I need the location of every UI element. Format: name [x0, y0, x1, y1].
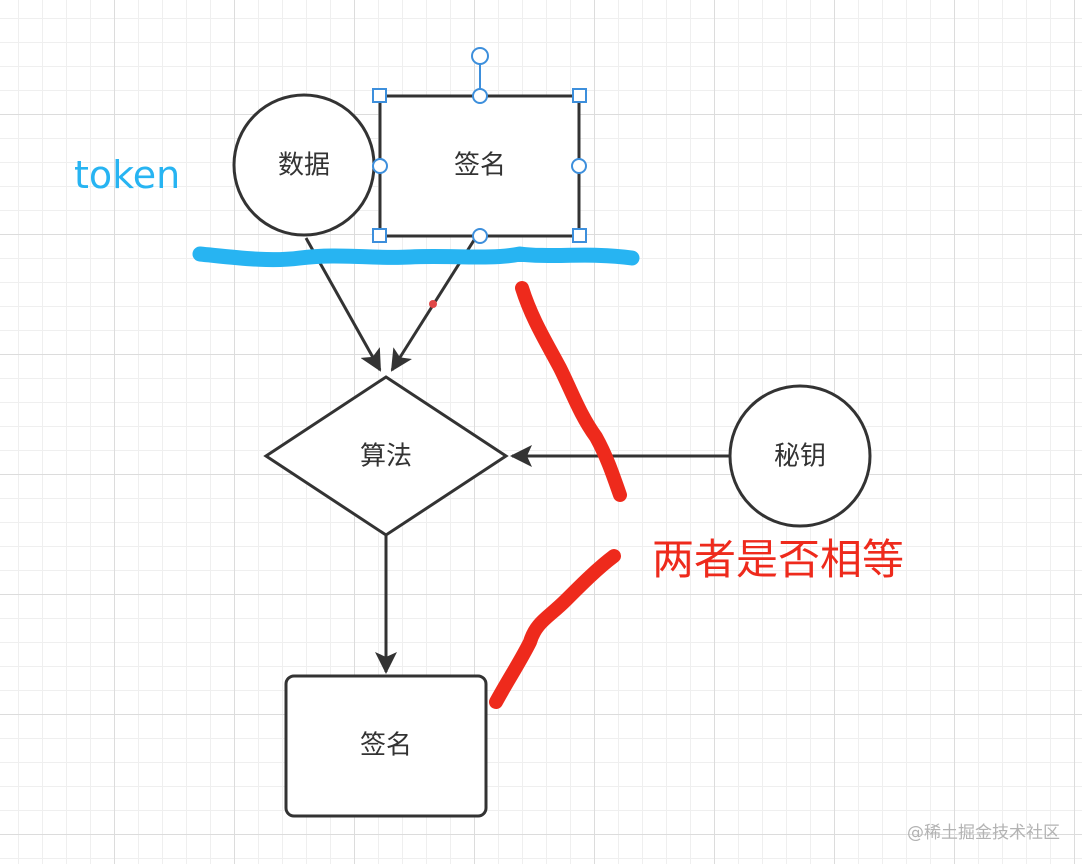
compare-label: 两者是否相等: [652, 535, 904, 584]
red-highlight-stroke-lower: [489, 549, 621, 709]
red-highlight-stroke-upper: [515, 281, 627, 502]
rotate-handle[interactable]: [471, 47, 489, 65]
connect-handle-top[interactable]: [472, 88, 488, 104]
data-node[interactable]: 数据: [232, 93, 376, 237]
signature-top-label: 签名: [454, 151, 506, 181]
connector-waypoint: [429, 300, 437, 308]
resize-handle-nw[interactable]: [372, 88, 387, 103]
token-label: token: [74, 153, 180, 197]
connect-handle-bottom[interactable]: [472, 228, 488, 244]
watermark: @稀土掘金技术社区: [907, 823, 1060, 843]
connect-handle-right[interactable]: [571, 158, 587, 174]
secret-key-node[interactable]: 秘钥: [728, 384, 872, 528]
signature-bottom-node[interactable]: 签名: [284, 674, 488, 818]
connect-handle-left[interactable]: [372, 158, 388, 174]
resize-handle-sw[interactable]: [372, 228, 387, 243]
resize-handle-se[interactable]: [572, 228, 587, 243]
signature-top-node[interactable]: 签名: [378, 94, 581, 238]
data-node-label: 数据: [278, 151, 330, 181]
signature-bottom-label: 签名: [360, 731, 412, 761]
selection-handles[interactable]: [372, 47, 587, 244]
algorithm-label: 算法: [360, 442, 412, 472]
secret-key-label: 秘钥: [774, 442, 826, 472]
resize-handle-ne[interactable]: [572, 88, 587, 103]
token-underline-stroke: [192, 246, 640, 268]
algorithm-node[interactable]: 算法: [263, 375, 509, 537]
